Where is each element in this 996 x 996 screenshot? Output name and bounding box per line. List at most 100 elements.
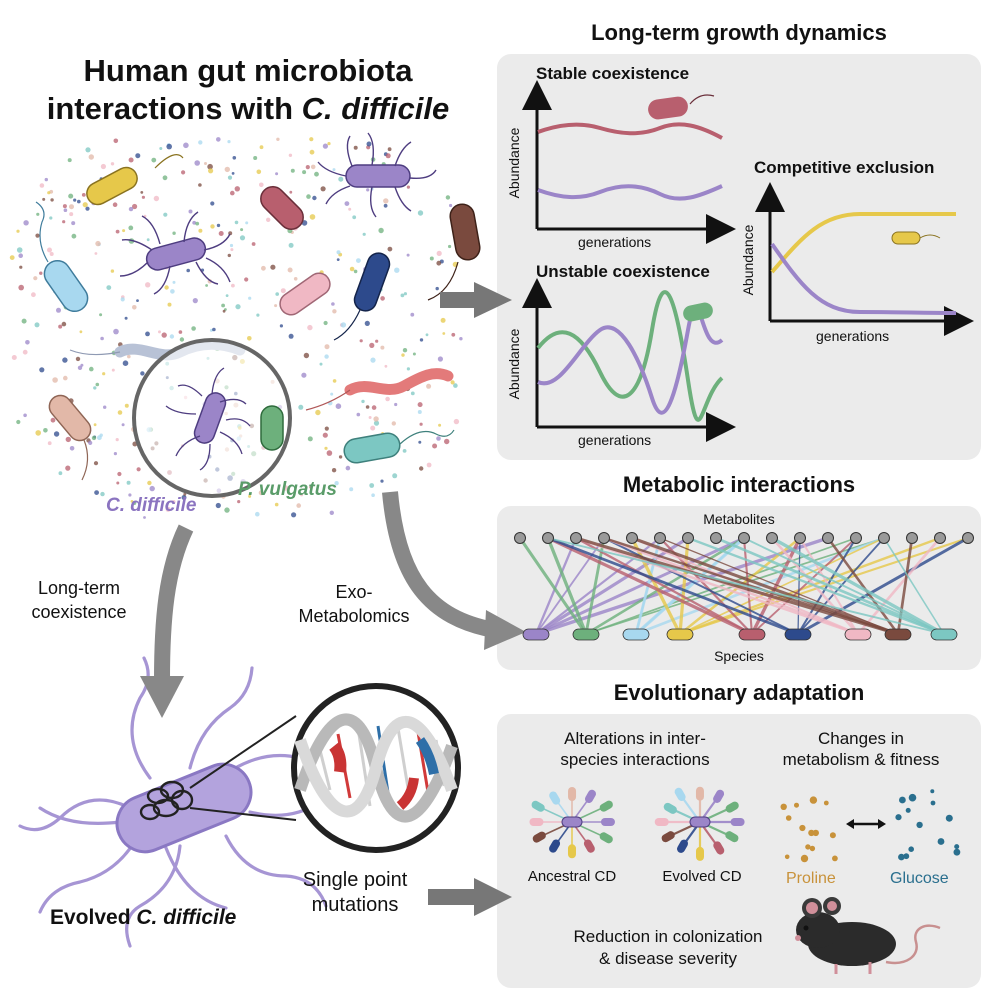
metabolite-node (738, 532, 750, 544)
growth-heading: Long-term growth dynamics (591, 20, 887, 45)
pv-label: P. vulgatus (238, 479, 337, 500)
main-title-species: C. difficile (301, 91, 450, 126)
metabolite-dot (288, 242, 294, 248)
metabolite-dot (192, 220, 197, 225)
metabolite-dot (353, 145, 358, 150)
interaction-edge (687, 536, 945, 636)
metabolite-dot (128, 206, 134, 212)
metabolite-dot (145, 282, 151, 288)
metabolite-dot (16, 247, 23, 253)
metabolite-dot (425, 333, 429, 337)
metabolite-dot (73, 198, 77, 202)
metabolite-dot (117, 471, 122, 477)
interaction-edge (679, 537, 969, 635)
metabolite-dot (401, 353, 405, 357)
metabolite-dot (344, 201, 350, 207)
proline-dot (785, 815, 792, 821)
metabolite-dot (368, 416, 372, 419)
metabolite-dot (170, 289, 175, 294)
metabolite-dot (216, 223, 221, 228)
interaction-edge (743, 537, 945, 635)
metabolite-dot (276, 137, 280, 141)
metabolite-dot (79, 330, 83, 334)
single-point-label: Single point mutations (290, 868, 420, 918)
metabolite-dot (289, 190, 293, 194)
interaction-edge (826, 537, 900, 635)
metabolite-dot (18, 284, 25, 291)
metabolite-dot (373, 420, 380, 426)
proline-dot (799, 824, 806, 832)
metabolite-dot (301, 372, 307, 378)
glucose-dot (945, 814, 953, 822)
metabolite-dot (181, 495, 187, 500)
metabolite-dot (192, 298, 198, 304)
community-bacteria (35, 132, 481, 481)
interaction-edge (771, 536, 945, 636)
metabolite-dot (338, 176, 344, 182)
metabolite-dot (315, 409, 321, 416)
metabolite-dot (31, 292, 36, 298)
metabolite-dot (237, 500, 241, 504)
network-cd (689, 816, 711, 828)
metabolite-dot (218, 231, 224, 236)
metabolite-dot (385, 396, 390, 402)
metabolite-dot (95, 240, 101, 247)
metabolite-dot (440, 317, 446, 323)
proline-dot (808, 829, 815, 837)
metabolite-dot (453, 418, 460, 425)
metabolite-dot (383, 198, 389, 204)
metabolite-dot (320, 186, 326, 192)
metabolite-dot (419, 338, 424, 342)
metabolite-dot (366, 188, 370, 192)
glucose-dot (903, 853, 910, 860)
metabolite-dot (303, 352, 310, 359)
metabolite-dot (302, 170, 307, 175)
metabolite-dot (198, 183, 202, 187)
long-term-label: Long-term coexistence (14, 576, 144, 624)
glucose-dot (953, 848, 961, 856)
stable-plot (522, 80, 736, 244)
metabolite-dot (234, 220, 239, 225)
network-species (695, 786, 704, 801)
metabolite-dot (231, 283, 235, 288)
metabolite-dot (50, 198, 54, 202)
metabolite-dot (33, 276, 38, 281)
metabolite-dot (166, 143, 172, 150)
evolved-species: C. difficile (136, 906, 237, 929)
metabolite-node (514, 532, 526, 544)
metabolite-dot (162, 175, 168, 181)
metabolite-dot (65, 436, 72, 443)
metabolite-dot (400, 293, 405, 298)
interaction-edge (631, 536, 899, 636)
glucose-dot (930, 789, 935, 794)
metabolite-dot (146, 238, 150, 242)
metabolite-dot (279, 324, 283, 328)
metabolite-dot (178, 330, 183, 334)
metabolite-dot (89, 366, 94, 372)
species-node (666, 628, 694, 641)
metabolite-dot (275, 172, 279, 176)
metabolite-dot (36, 212, 40, 216)
metabolite-dot (287, 267, 293, 273)
metabolite-dot (230, 248, 234, 252)
species-node (572, 628, 600, 641)
metabolite-dot (194, 160, 200, 166)
metabolite-dot (69, 204, 74, 210)
metabolite-dot (275, 292, 280, 296)
metabolite-dot (385, 153, 391, 159)
stable-title: Stable coexistence (536, 64, 690, 83)
interaction-edge (603, 536, 899, 636)
metabolite-dot (112, 202, 118, 207)
metabolite-dot (419, 466, 424, 471)
metabolite-dot (270, 264, 276, 270)
metabolite-node (766, 532, 778, 544)
metabolite-dot (366, 141, 372, 147)
metabolite-dot (402, 449, 407, 453)
metabolite-node (598, 532, 610, 544)
metabolite-dot (224, 166, 230, 173)
metabolite-dot (77, 199, 81, 204)
metabolite-dot (352, 215, 357, 220)
species-node (884, 628, 912, 641)
metabolite-dot (95, 382, 100, 387)
metabolite-dot (435, 286, 439, 291)
